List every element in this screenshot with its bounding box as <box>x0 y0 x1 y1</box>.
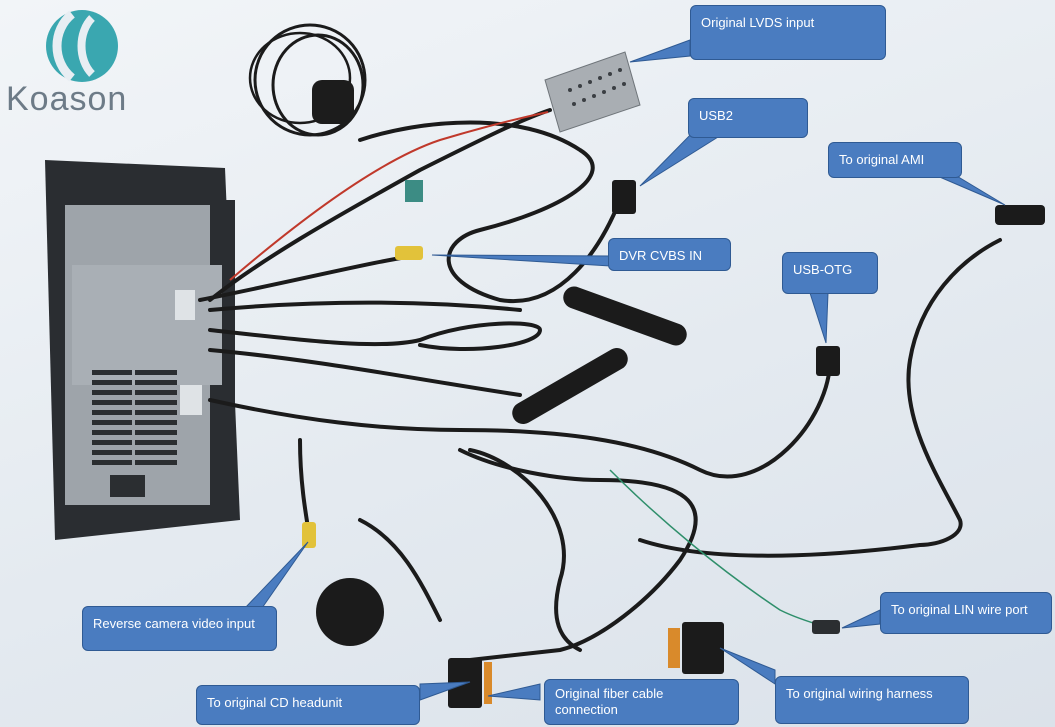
lvds-box <box>544 51 641 133</box>
callout-lvds-input: Original LVDS input <box>690 5 886 60</box>
lin-connector <box>812 620 840 634</box>
teal-fakra-connector <box>405 180 423 202</box>
callout-pointers <box>243 39 1006 701</box>
callout-reverse-camera: Reverse camera video input <box>82 606 277 651</box>
ami-connector <box>995 205 1045 225</box>
callout-fiber-cable: Original fiber cable connection <box>544 679 739 725</box>
koason-logo-icon <box>46 10 118 82</box>
callout-cd-headunit: To original CD headunit <box>196 685 420 725</box>
cable-bundle <box>198 108 1002 662</box>
reverse-rca-connector <box>302 522 316 548</box>
brand-wordmark: Koason <box>6 80 128 118</box>
antenna-stick-icon <box>512 348 628 424</box>
head-unit <box>45 160 240 540</box>
callout-lin-wire-port: To original LIN wire port <box>880 592 1052 634</box>
callout-usb-otg: USB-OTG <box>782 252 878 294</box>
multicolor-wires <box>484 628 680 704</box>
antenna-stick-icon <box>563 286 687 346</box>
callout-usb2: USB2 <box>688 98 808 138</box>
callout-ami: To original AMI <box>828 142 962 178</box>
microphone-icon <box>316 578 384 646</box>
gps-antenna <box>248 23 367 137</box>
dvr-rca-connector <box>395 246 423 260</box>
usb-otg-connector <box>816 346 840 376</box>
callout-dvr-cvbs-in: DVR CVBS IN <box>608 238 731 271</box>
usb2-connector <box>612 180 636 214</box>
wiring-harness-connector <box>682 622 724 674</box>
callout-wiring-harness: To original wiring harness <box>775 676 969 724</box>
